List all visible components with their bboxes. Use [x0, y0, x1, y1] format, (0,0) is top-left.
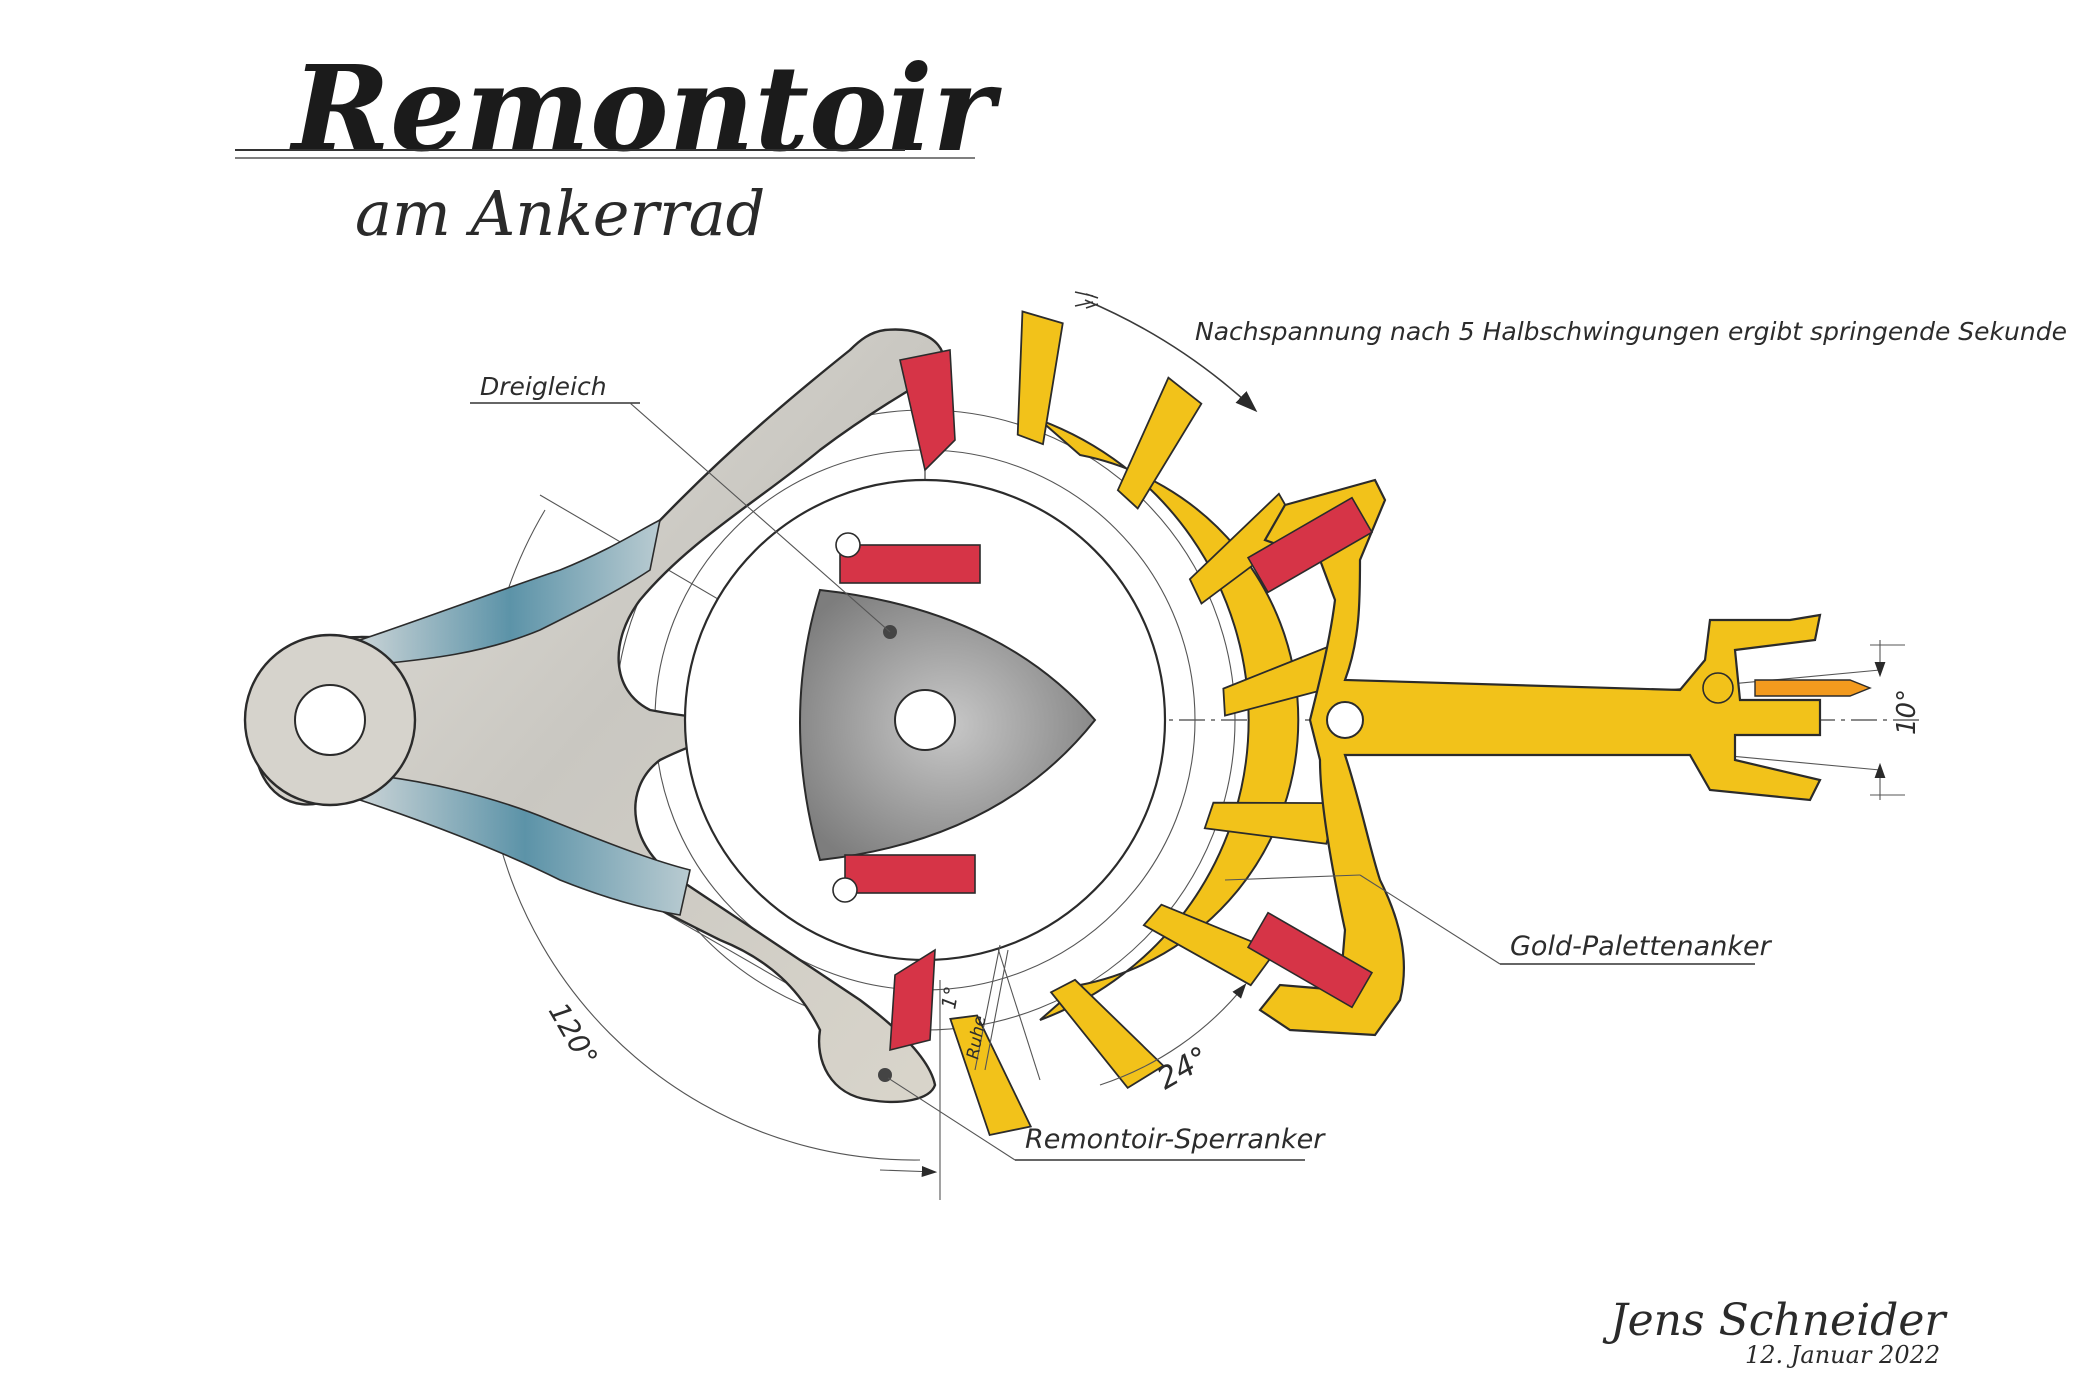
label-24-degrees: 24° — [1152, 1040, 1216, 1097]
blue-arm-upper — [358, 518, 662, 666]
title: Remontoir — [289, 39, 1003, 178]
anchor-pallet-entry — [1246, 496, 1374, 594]
escape-wheel-tooth — [1116, 376, 1203, 510]
orange-arrow — [1754, 679, 1872, 697]
pin-claw — [878, 1068, 892, 1082]
label-10-degrees: 10° — [1892, 689, 1922, 735]
pallet-red-lower-claw — [889, 948, 936, 1052]
pallet-red-bottom — [844, 854, 976, 894]
subtitle: am Ankerrad — [355, 177, 765, 250]
label-1-degree: 1° — [936, 984, 964, 1011]
dreigleich-cam — [799, 588, 1097, 862]
dim-120-arrow-end — [879, 1166, 938, 1178]
gold-pallet-anchor — [1246, 478, 1872, 1037]
escape-wheel — [949, 310, 1345, 1137]
caption-group: Nachspannung nach 5 Halbschwingungen erg… — [1074, 291, 2067, 413]
escape-wheel-tooth — [1203, 801, 1338, 845]
dim-ruhe-line — [974, 944, 1001, 1071]
remontoir-pallets — [832, 349, 981, 1082]
leader-gold-palettenanker — [1359, 874, 1501, 965]
anchor-pivot — [1326, 701, 1364, 739]
dim-ruhe-line-2 — [984, 949, 1009, 1071]
pallet-red-upper-claw — [899, 349, 956, 472]
leader-gold-2 — [1224, 874, 1361, 881]
pin-bottom — [832, 877, 858, 903]
escape-wheel-tooth — [949, 1014, 1033, 1137]
lever-pivot-inner — [294, 684, 366, 756]
escape-wheel-tooth — [1049, 978, 1165, 1090]
leader-remontoir-sperranker — [887, 1077, 1016, 1161]
anchor-pallet-exit — [1246, 911, 1374, 1009]
signature-block: Jens Schneider 12. Januar 2022 — [1602, 1295, 1948, 1369]
escape-wheel-tooth — [1016, 310, 1064, 446]
date: 12. Januar 2022 — [1745, 1341, 1940, 1369]
title-block: Remontoir am Ankerrad — [235, 39, 1003, 250]
label-remontoir-sperranker: Remontoir-Sperranker — [1025, 1124, 1326, 1155]
rotation-arrow — [1084, 299, 1258, 413]
callouts: Dreigleich Gold-Palettenanker Remontoir-… — [470, 372, 1773, 1161]
arrow-fletching — [1074, 291, 1099, 309]
leader-dreigleich — [629, 402, 891, 633]
caption: Nachspannung nach 5 Halbschwingungen erg… — [1195, 317, 2067, 346]
cam-hub — [894, 689, 956, 751]
signature: Jens Schneider — [1602, 1295, 1948, 1346]
label-120-degrees: 120° — [542, 997, 604, 1072]
blue-arm-lower — [358, 774, 691, 916]
dim-24-arc — [1099, 983, 1247, 1086]
fork-pin — [1702, 672, 1734, 704]
label-gold-palettenanker: Gold-Palettenanker — [1510, 931, 1773, 962]
escape-wheel-tooth — [1142, 903, 1277, 987]
label-dreigleich: Dreigleich — [480, 372, 607, 401]
pin-top — [835, 532, 861, 558]
pallet-red-top — [839, 544, 981, 584]
